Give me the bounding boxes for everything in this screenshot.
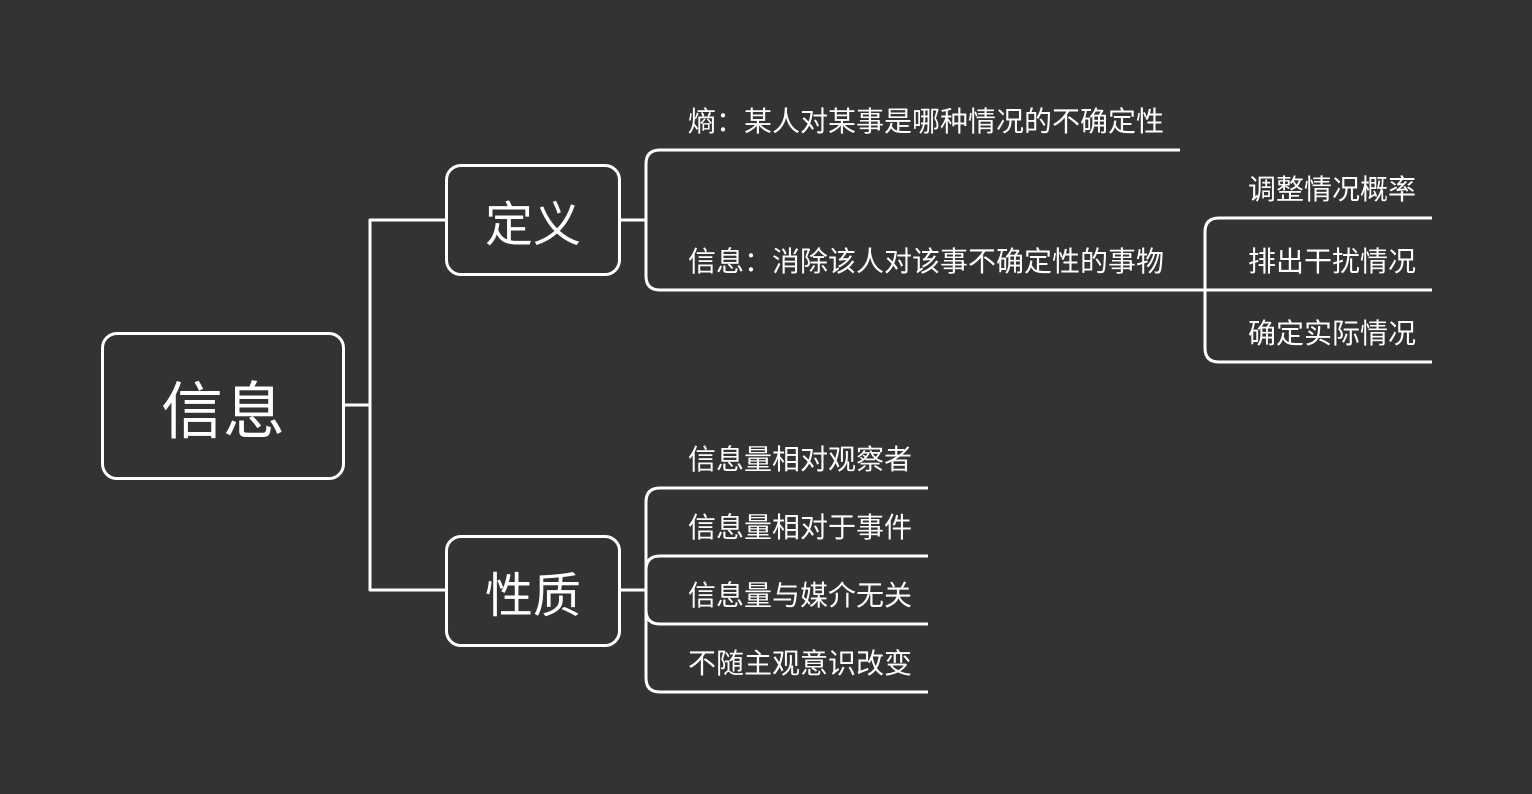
effect-node[interactable]: 排出干扰情况 bbox=[1248, 245, 1417, 278]
definition-label: 定义 bbox=[484, 197, 581, 253]
information-node[interactable]: 信息：消除该人对该事不确定性的事物 bbox=[688, 245, 1165, 278]
properties-node[interactable]: 性质 bbox=[445, 535, 621, 647]
underline-property-1 bbox=[644, 486, 928, 590]
definition-node[interactable]: 定义 bbox=[445, 164, 621, 276]
effect-node[interactable]: 确定实际情况 bbox=[1248, 317, 1417, 350]
underline-entropy bbox=[644, 148, 1205, 292]
root-node[interactable]: 信息 bbox=[101, 332, 345, 480]
property-node[interactable]: 信息量与媒介无关 bbox=[688, 579, 913, 612]
underline-property-2 bbox=[644, 554, 928, 590]
root-label: 信息 bbox=[160, 375, 285, 448]
underline-property-4 bbox=[644, 590, 928, 694]
effect-node[interactable]: 调整情况概率 bbox=[1248, 173, 1417, 206]
connector-root-branches bbox=[368, 218, 445, 592]
property-node[interactable]: 信息量相对观察者 bbox=[688, 443, 913, 476]
properties-label: 性质 bbox=[484, 568, 581, 624]
property-node[interactable]: 信息量相对于事件 bbox=[688, 511, 913, 544]
underline-effect-3 bbox=[1203, 290, 1432, 364]
underline-effect-1 bbox=[1203, 216, 1432, 290]
entropy-node[interactable]: 熵：某人对某事是哪种情况的不确定性 bbox=[688, 105, 1165, 138]
property-node[interactable]: 不随主观意识改变 bbox=[688, 647, 913, 680]
